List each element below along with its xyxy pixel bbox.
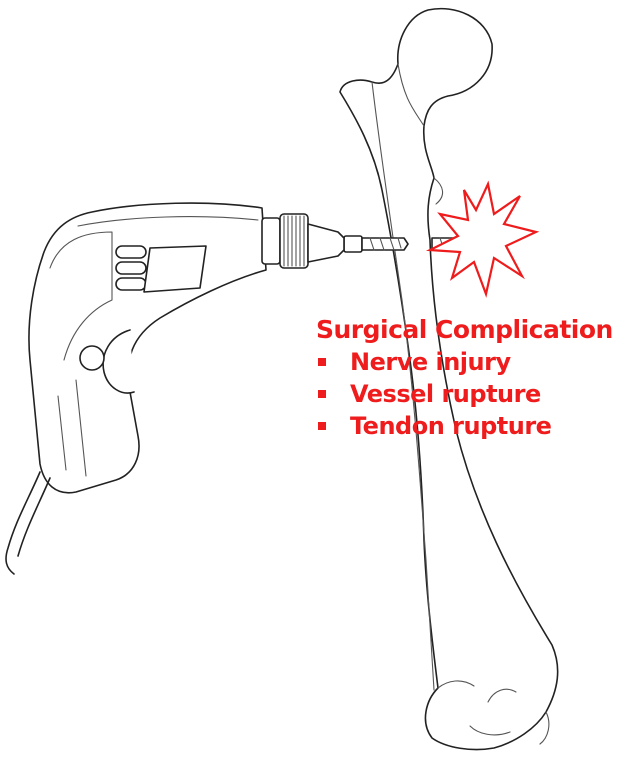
- list-item: Tendon rupture: [316, 410, 613, 442]
- complication-label: Vessel rupture: [350, 378, 541, 410]
- square-bullet-icon: [318, 358, 326, 366]
- complication-items: Nerve injury Vessel rupture Tendon ruptu…: [316, 346, 613, 442]
- list-item: Nerve injury: [316, 346, 613, 378]
- list-item: Vessel rupture: [316, 378, 613, 410]
- square-bullet-icon: [318, 422, 326, 430]
- chuck-base: [262, 218, 280, 264]
- square-bullet-icon: [318, 390, 326, 398]
- vent-slot-1: [116, 246, 146, 258]
- chuck-nose: [308, 224, 344, 262]
- power-drill: [6, 203, 344, 574]
- power-cord: [6, 472, 40, 574]
- lesser-trochanter: [434, 178, 443, 204]
- complication-label: Tendon rupture: [350, 410, 551, 442]
- power-cord-inner: [18, 478, 50, 556]
- complication-label: Nerve injury: [350, 346, 511, 378]
- complication-list: Surgical Complication Nerve injury Vesse…: [316, 314, 613, 442]
- complication-title: Surgical Complication: [316, 314, 613, 346]
- vent-slot-3: [116, 278, 146, 290]
- power-switch: [80, 346, 104, 370]
- vent-slot-2: [116, 262, 146, 274]
- drill-label-panel: [144, 246, 206, 292]
- bit-collar: [344, 236, 362, 252]
